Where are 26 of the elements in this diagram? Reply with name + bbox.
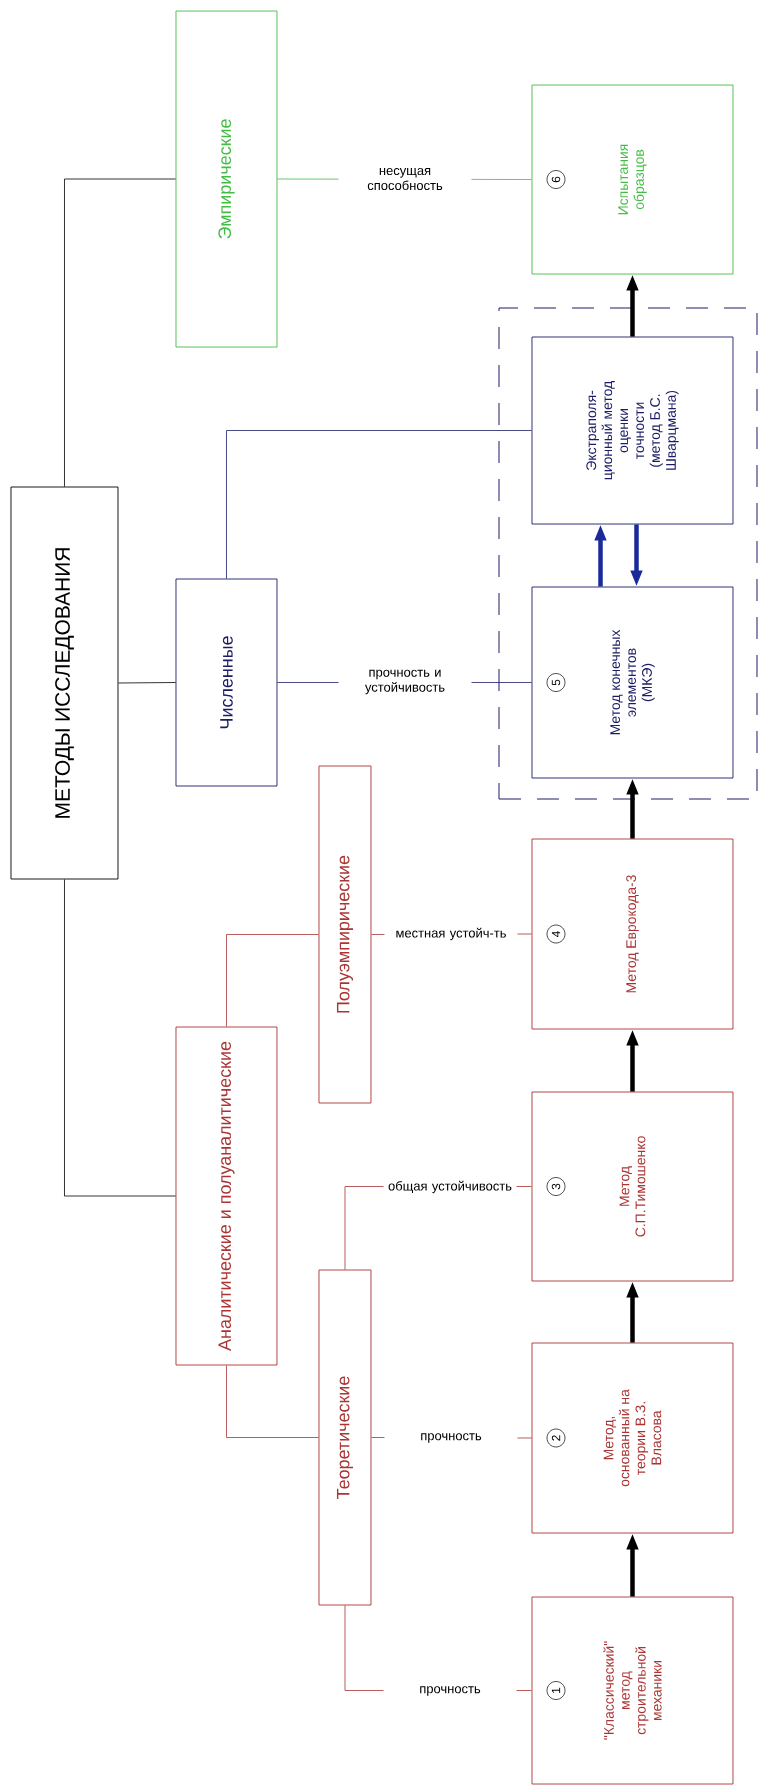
edge-label: прочность: [384, 1431, 518, 1445]
category-box: Аналитические и полуаналитические: [175, 1026, 278, 1366]
step-number: 5: [546, 673, 566, 692]
step-number: 6: [546, 170, 566, 189]
step-number: 4: [546, 924, 566, 944]
category-box: Полуэмпирические: [318, 765, 372, 1104]
step-number: 3: [546, 1177, 566, 1196]
edge-label: общая устойчивость: [383, 1179, 517, 1195]
connector-line: [64, 178, 176, 487]
connector-line: [226, 430, 532, 579]
edge-label: прочность: [383, 1684, 517, 1698]
connector-line: [226, 934, 319, 1027]
category-box: Эмпирические: [175, 10, 278, 348]
edge-label: несущая способность: [338, 166, 472, 192]
edge-label: местная устойч-ть: [384, 926, 518, 942]
connector-line: [64, 879, 176, 1197]
method-box: Экстраполя- ционный метод оценки точности (метод Б.С. Шварцмана): [531, 336, 734, 525]
connector-line: [118, 682, 176, 684]
category-box: Теоретические: [318, 1269, 372, 1606]
step-number: 1: [546, 1681, 566, 1700]
dashed-group-frame: [498, 307, 758, 800]
category-box: МЕТОДЫ ИССЛЕДОВАНИЯ: [10, 486, 119, 880]
connector-line: [226, 1365, 319, 1438]
edge-label: прочность и устойчивость: [338, 668, 472, 696]
step-number: 2: [546, 1428, 566, 1448]
category-box: Численные: [175, 578, 278, 787]
